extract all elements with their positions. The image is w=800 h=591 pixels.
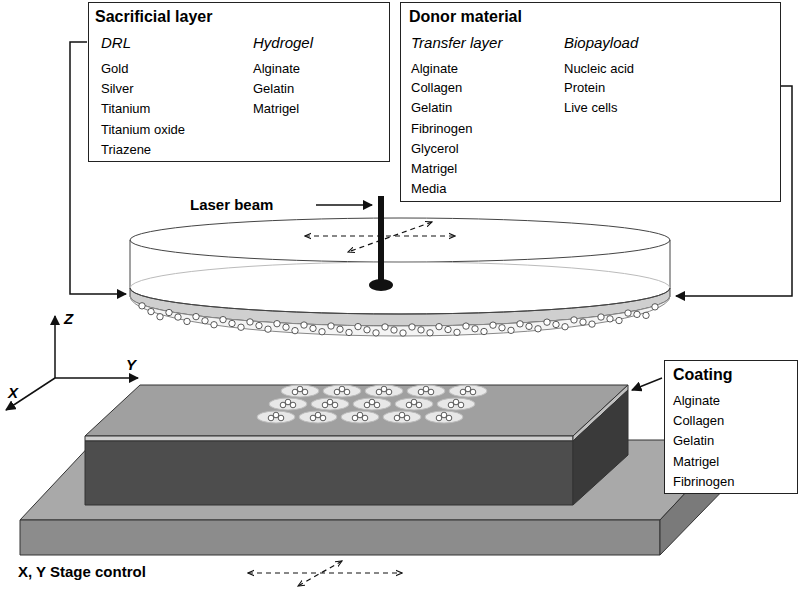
- list-item: Matrigel: [411, 161, 457, 176]
- xy-stage: [20, 440, 735, 555]
- list-item: Alginate: [411, 61, 458, 76]
- list-item: Alginate: [673, 393, 720, 408]
- axis-label: Y: [126, 356, 136, 373]
- list-item: Alginate: [253, 61, 300, 76]
- list-item: Silver: [101, 81, 134, 96]
- list-item: Titanium oxide: [101, 122, 185, 137]
- axis-label: Z: [64, 310, 73, 327]
- box-heading: Donor material: [409, 8, 522, 26]
- list-item: Hydrogel: [253, 34, 313, 51]
- list-item: Fibrinogen: [411, 121, 472, 136]
- box-heading: Sacrificial layer: [95, 8, 212, 26]
- list-item: Live cells: [564, 100, 617, 115]
- list-item: Media: [411, 181, 446, 196]
- list-item: DRL: [101, 34, 131, 51]
- list-item: Gelatin: [411, 100, 452, 115]
- axis-label: X: [8, 384, 18, 401]
- axes: [6, 316, 138, 410]
- receiving-slide: [85, 385, 628, 505]
- list-box: Sacrificial layerDRL GoldSilverTitaniumTi…: [88, 2, 390, 162]
- laser-beam: [316, 196, 393, 291]
- list-item: Protein: [564, 80, 605, 95]
- list-item: Gelatin: [253, 81, 294, 96]
- list-item: Matrigel: [673, 454, 719, 469]
- list-item: Gold: [101, 61, 128, 76]
- list-item: Nucleic acid: [564, 61, 634, 76]
- list-item: Gelatin: [673, 433, 714, 448]
- motion-arrows: [248, 222, 455, 586]
- list-box: Donor materialTransfer layerAlginateColl…: [400, 2, 781, 202]
- list-box: CoatingAlginateCollagenGelatinMatrigelFi…: [664, 360, 798, 494]
- box-heading: Coating: [673, 366, 733, 384]
- list-item: Glycerol: [411, 141, 459, 156]
- list-item: Matrigel: [253, 101, 299, 116]
- list-item: Collagen: [673, 413, 724, 428]
- list-item: Collagen: [411, 80, 462, 95]
- donor-dish: [130, 218, 670, 336]
- list-item: Fibrinogen: [673, 474, 734, 489]
- list-item: Triazene: [101, 142, 151, 157]
- callout-label: X, Y Stage control: [18, 563, 146, 580]
- callout-label: Laser beam: [190, 196, 273, 213]
- list-item: Titanium: [101, 101, 150, 116]
- list-item: Biopayload: [564, 34, 638, 51]
- list-item: Transfer layer: [411, 34, 502, 51]
- printed-cells: [257, 385, 487, 423]
